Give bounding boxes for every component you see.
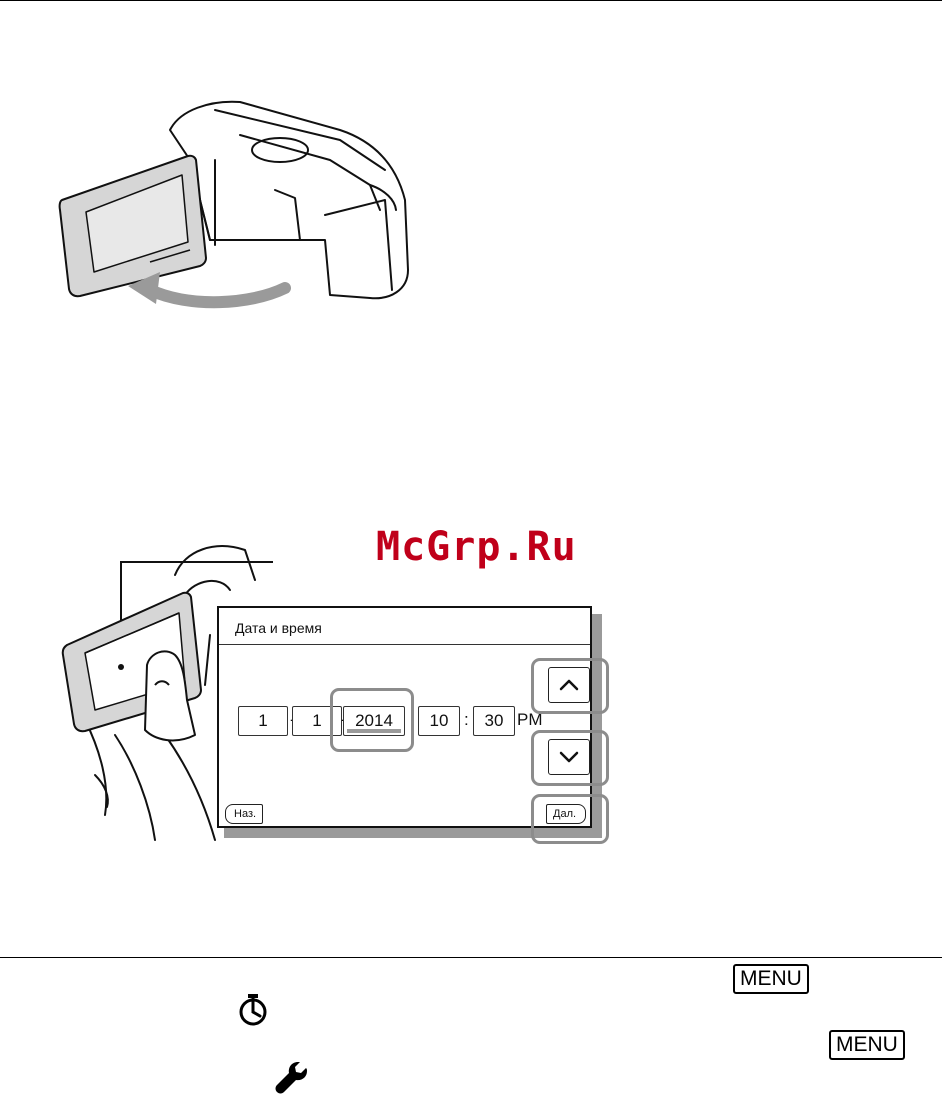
chevron-down-icon <box>559 751 579 763</box>
bottom-rule <box>0 957 942 958</box>
hour-field[interactable]: 10 <box>418 706 460 736</box>
menu-button-badge-2: MENU <box>829 1030 905 1060</box>
menu-button-badge-1: MENU <box>733 964 809 994</box>
camcorder-open-lcd-illustration <box>40 90 420 320</box>
next-button[interactable]: Дал. <box>546 804 586 824</box>
minute-field[interactable]: 30 <box>473 706 515 736</box>
timer-clock-icon <box>236 994 270 1028</box>
chevron-up-icon <box>559 679 579 691</box>
watermark-text: McGrp.Ru <box>376 524 577 570</box>
title-divider <box>219 644 590 645</box>
top-rule <box>0 0 942 1</box>
month-field[interactable]: 1 <box>238 706 288 736</box>
down-button[interactable] <box>548 739 590 775</box>
back-button[interactable]: Наз. <box>225 804 263 824</box>
up-button[interactable] <box>548 667 590 703</box>
year-highlight-frame <box>330 688 414 752</box>
screen-title: Дата и время <box>235 620 322 636</box>
time-separator: : <box>464 706 469 734</box>
wrench-icon <box>274 1060 310 1096</box>
